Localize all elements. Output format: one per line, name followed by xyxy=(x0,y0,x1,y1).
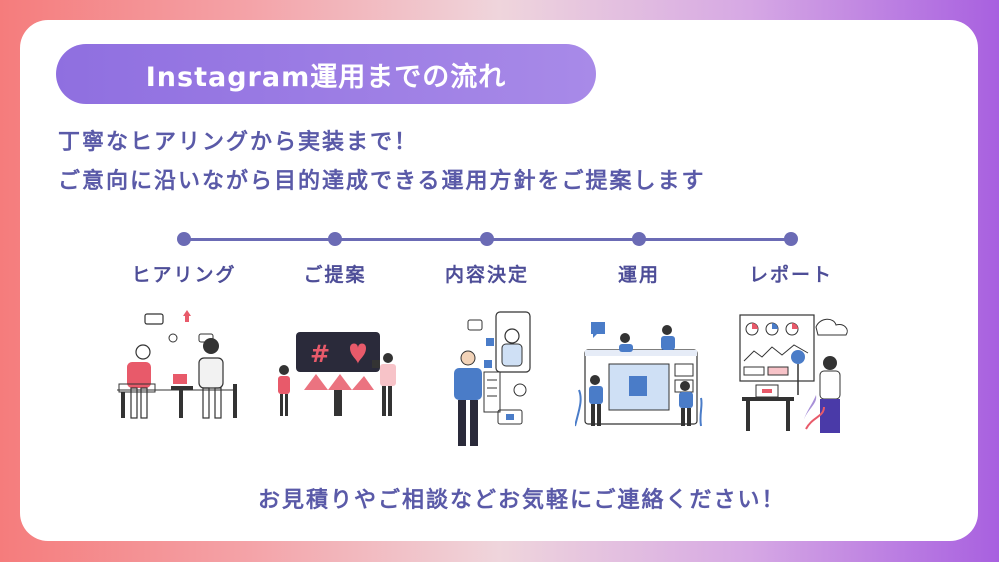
subtitle-line-2: ご意向に沿いながら目的達成できる運用方針をご提案します xyxy=(58,169,706,194)
operation-illustration xyxy=(575,322,703,427)
page-title: Instagram運用までの流れ xyxy=(56,44,596,104)
step-label-hearing: ヒアリング xyxy=(131,264,237,286)
content-card: Instagram運用までの流れ 丁寧なヒアリングから実装まで！ ご意向に沿いな… xyxy=(20,20,978,541)
timeline-dot-2 xyxy=(328,232,342,246)
step-label-proposal: ご提案 xyxy=(303,264,367,286)
decision-illustration xyxy=(454,311,531,446)
subtitle-line-1: 丁寧なヒアリングから実装まで！ xyxy=(58,130,419,155)
hearing-illustration xyxy=(117,310,237,419)
report-illustration xyxy=(739,314,848,433)
timeline-dot-1 xyxy=(177,232,191,246)
timeline-dot-5 xyxy=(784,232,798,246)
timeline-dot-4 xyxy=(632,232,646,246)
timeline-dot-3 xyxy=(480,232,494,246)
step-label-operation: 運用 xyxy=(617,264,660,286)
step-label-report: レポート xyxy=(748,264,833,286)
hashtag-text: # xyxy=(310,340,330,368)
proposal-illustration: # xyxy=(278,332,396,416)
contact-message: お見積りやご相談などお気軽にご連絡ください！ xyxy=(258,488,786,513)
step-label-decision: 内容決定 xyxy=(444,264,529,286)
